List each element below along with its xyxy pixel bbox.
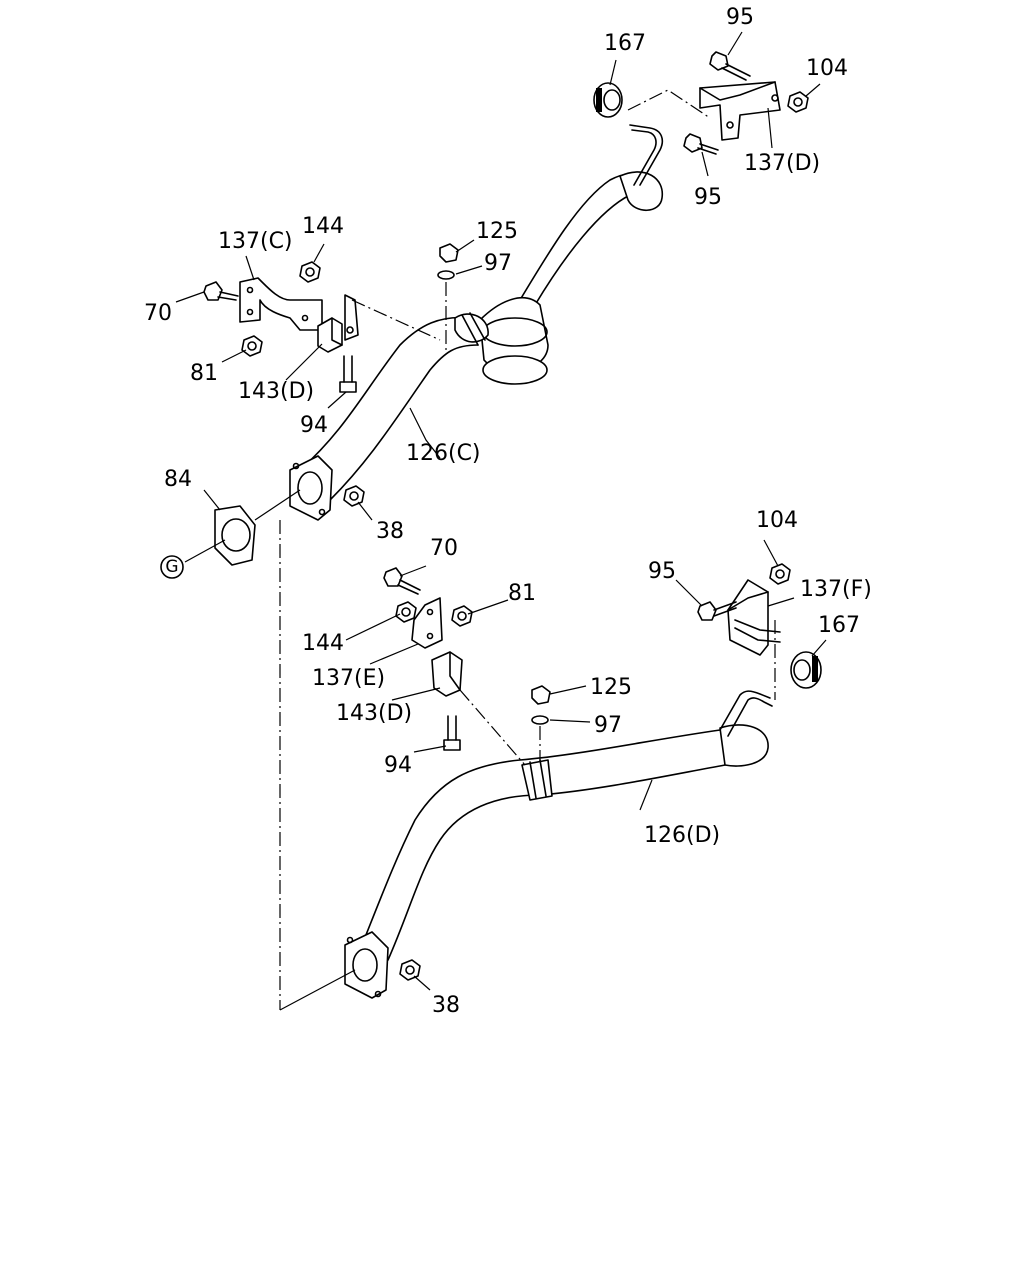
bracket-137f (727, 579, 781, 656)
bolt-94-top (339, 355, 357, 393)
label-104-top: 104 (806, 56, 848, 81)
nut-38-bottom (399, 959, 421, 981)
label-38-bottom: 38 (432, 993, 460, 1018)
label-104-bottom: 104 (756, 508, 798, 533)
rubber-mount-167-lower (790, 651, 822, 689)
label-81-top: 81 (190, 361, 218, 386)
label-97-bottom: 97 (594, 713, 622, 738)
label-97-top: 97 (484, 251, 512, 276)
label-143d-top: 143(D) (238, 379, 314, 404)
isolator-143d-upper (317, 294, 359, 353)
label-126c: 126(C) (406, 441, 481, 466)
label-70-top: 70 (144, 301, 172, 326)
label-137c: 137(C) (218, 229, 293, 254)
nut-125-bottom (531, 685, 551, 705)
rubber-mount-167-upper (593, 82, 623, 118)
exhaust-pipe-126d (344, 724, 769, 999)
label-125-bottom: 125 (590, 675, 632, 700)
bolt-95-bottom (697, 601, 737, 621)
label-95-mid: 95 (694, 185, 722, 210)
nut-125-top (439, 243, 459, 263)
nut-104-bottom (769, 563, 791, 585)
hanger-rod-upper (629, 124, 664, 186)
isolator-143d-lower (431, 651, 463, 697)
part-labels: 167 95 104 137(D) 95 137(C) 144 125 97 7… (144, 5, 872, 1018)
washer-97-bottom (531, 715, 549, 725)
label-70-bottom: 70 (430, 536, 458, 561)
reference-marker-label: G (165, 557, 178, 577)
label-38-top: 38 (376, 519, 404, 544)
nut-144-top (299, 261, 321, 283)
bracket-137d (699, 81, 781, 141)
bolt-70-bottom (383, 567, 421, 595)
nut-38-top (343, 485, 365, 507)
nut-104-top (787, 91, 809, 113)
label-95-top: 95 (726, 5, 754, 30)
label-167-top: 167 (604, 31, 646, 56)
label-125-top: 125 (476, 219, 518, 244)
hanger-rod-lower (719, 690, 773, 737)
label-137f: 137(F) (800, 577, 872, 602)
bracket-137c (239, 277, 323, 331)
nut-81-top (241, 335, 263, 357)
label-137e: 137(E) (312, 666, 385, 691)
gasket-84 (214, 505, 256, 566)
label-143d-bottom: 143(D) (336, 701, 412, 726)
bolt-95-top (709, 51, 751, 81)
label-167-bottom: 167 (818, 613, 860, 638)
label-81-bottom: 81 (508, 581, 536, 606)
connector-lines (184, 489, 356, 1011)
label-137d: 137(D) (744, 151, 820, 176)
bolt-94-bottom (443, 715, 461, 751)
label-144-bottom: 144 (302, 631, 344, 656)
exhaust-pipe-126c (289, 171, 663, 521)
reference-marker-g: G (160, 555, 184, 579)
leader-lines (175, 31, 827, 991)
washer-97-top (437, 270, 455, 280)
bolt-95-mid (683, 133, 719, 155)
label-126d: 126(D) (644, 823, 720, 848)
label-95-bottom: 95 (648, 559, 676, 584)
nut-144-bottom (395, 601, 417, 623)
label-84: 84 (164, 467, 192, 492)
bracket-137e (411, 597, 443, 649)
alignment-lines (279, 89, 776, 1010)
label-94-top: 94 (300, 413, 328, 438)
nut-81-bottom (451, 605, 473, 627)
label-94-bottom: 94 (384, 753, 412, 778)
label-144-top: 144 (302, 214, 344, 239)
bolt-70-top (203, 281, 239, 301)
